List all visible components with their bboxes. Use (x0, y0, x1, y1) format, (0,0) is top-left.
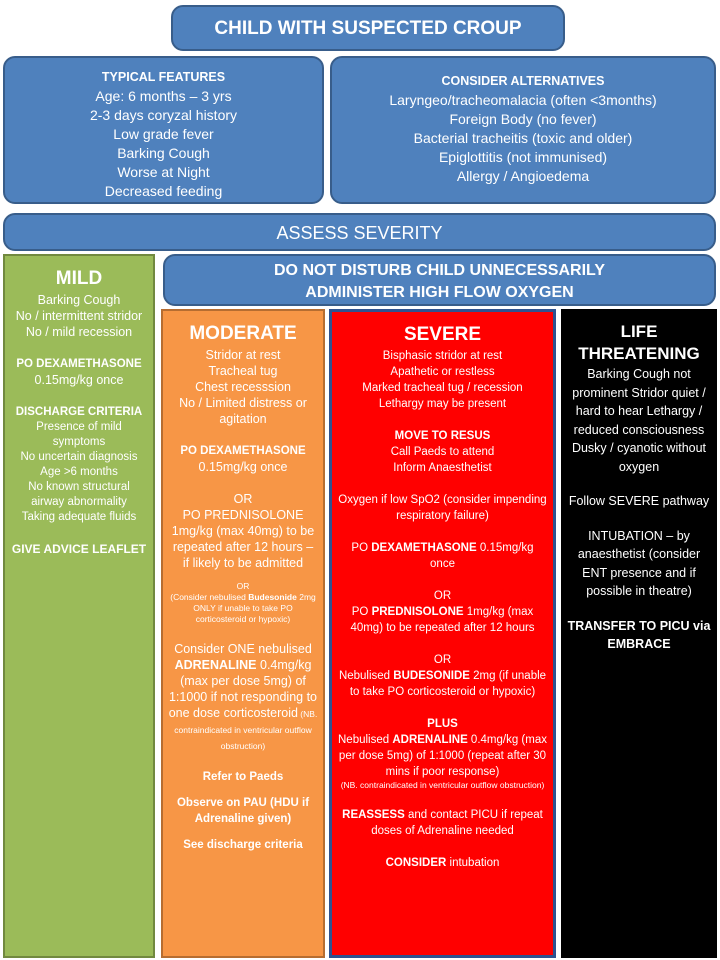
moderate-symptom: Stridor at rest (205, 348, 281, 362)
or-separator: OR (433, 590, 452, 602)
discharge-criteria-heading: DISCHARGE CRITERIA (15, 406, 143, 418)
moderate-symptom: No / Limited distress or agitation (179, 396, 307, 426)
typical-feature-item: Decreased feeding (104, 183, 223, 199)
or-separator: OR (233, 492, 253, 506)
mild-symptom: No / mild recession (25, 325, 133, 339)
severe-budesonide: Nebulised BUDESONIDE 2mg (if unable to t… (338, 670, 547, 698)
severe-adrenaline-note: (NB. contraindicated in ventricular outf… (340, 780, 545, 790)
discharge-criterion: Age >6 months (40, 466, 118, 478)
typical-feature-item: 2-3 days coryzal history (89, 107, 238, 123)
discharge-criterion: No uncertain diagnosis (20, 451, 138, 463)
severe-symptom: Apathetic or restless (390, 366, 495, 378)
severe-title: SEVERE (403, 324, 482, 345)
plus-label: PLUS (427, 718, 458, 730)
typical-feature-item: Age: 6 months – 3 yrs (95, 88, 232, 104)
discharge-criterion: Presence of mild symptoms (36, 421, 122, 448)
or-separator: OR (236, 581, 250, 591)
severe-consider-intubation: CONSIDER intubation (385, 857, 500, 869)
alternative-item: Allergy / Angioedema (456, 168, 590, 184)
moderate-symptom: Chest recesssion (195, 380, 291, 394)
mild-drug-dose: 0.15mg/kg once (34, 373, 124, 387)
mild-symptom: Barking Cough (37, 293, 121, 307)
mild-symptom: No / intermittent stridor (15, 309, 143, 323)
do-not-disturb-line: DO NOT DISTURB CHILD UNNECESSARILY (274, 262, 605, 279)
typical-feature-item: Low grade fever (113, 126, 214, 142)
mild-drug-label: PO DEXAMETHASONE (16, 358, 142, 370)
severe-column: SEVERE Bisphasic stridor at rest Apathet… (329, 309, 556, 958)
severe-symptom: Lethargy may be present (378, 398, 507, 410)
severe-symptom: Bisphasic stridor at rest (382, 350, 503, 362)
mild-column: MILD Barking Cough No / intermittent str… (3, 254, 155, 958)
typical-feature-item: Barking Cough (117, 145, 210, 161)
observe-on-pau: Observe on PAU (HDU if Adrenaline given) (176, 797, 310, 825)
severe-dexamethasone: PO DEXAMETHASONE 0.15mg/kg once (351, 542, 534, 570)
severe-oxygen: Oxygen if low SpO2 (consider impending r… (338, 494, 547, 522)
see-discharge-criteria: See discharge criteria (183, 839, 303, 851)
or-separator: OR (433, 654, 452, 666)
page-title: CHILD WITH SUSPECTED CROUP (171, 5, 565, 51)
typical-features-box: TYPICAL FEATURES Age: 6 months – 3 yrs 2… (3, 56, 324, 204)
advice-leaflet: GIVE ADVICE LEAFLET (11, 542, 147, 556)
do-not-disturb-box: DO NOT DISTURB CHILD UNNECESSARILY ADMIN… (163, 254, 716, 306)
moderate-symptom: Tracheal tug (208, 364, 278, 378)
life-threatening-symptoms: Barking Cough not prominent Stridor quie… (571, 367, 707, 474)
typical-features-heading: TYPICAL FEATURES (101, 70, 226, 84)
transfer-to-picu: TRANSFER TO PICU via EMBRACE (567, 618, 711, 652)
moderate-adrenaline: Consider ONE nebulised ADRENALINE 0.4mg/… (168, 642, 318, 751)
alternative-item: Foreign Body (no fever) (449, 111, 597, 127)
alternative-item: Laryngeo/tracheomalacia (often <3months) (389, 92, 657, 108)
moderate-column: MODERATE Stridor at rest Tracheal tug Ch… (161, 309, 325, 958)
intubation-by-anaesthetist: INTUBATION – by anaesthetist (consider E… (577, 528, 701, 599)
discharge-criterion: Taking adequate fluids (21, 511, 137, 523)
moderate-pred-label: PO PREDNISOLONE (182, 508, 304, 522)
alternative-item: Epiglottitis (not immunised) (438, 149, 608, 165)
mild-title: MILD (55, 268, 103, 289)
severe-prednisolone: PO PREDNISOLONE 1mg/kg (max 40mg) to be … (350, 606, 535, 634)
alternatives-heading: CONSIDER ALTERNATIVES (441, 74, 605, 88)
move-to-resus-heading: MOVE TO RESUS (394, 430, 491, 442)
moderate-dex-label: PO DEXAMETHASONE (180, 445, 306, 457)
severe-symptom: Marked tracheal tug / recession (362, 382, 523, 394)
alternative-item: Bacterial tracheitis (toxic and older) (413, 130, 633, 146)
moderate-dex-dose: 0.15mg/kg once (198, 460, 288, 474)
moderate-title: MODERATE (189, 323, 297, 344)
moderate-pred-text: 1mg/kg (max 40mg) to be repeated after 1… (171, 524, 315, 570)
resus-action: Call Paeds to attend (390, 446, 495, 458)
discharge-criterion: No known structural airway abnormality (28, 481, 130, 508)
severe-reassess: REASSESS and contact PICU if repeat dose… (342, 809, 543, 837)
resus-action: Inform Anaesthetist (393, 462, 492, 474)
assess-severity-bar: ASSESS SEVERITY (3, 213, 716, 251)
refer-to-paeds: Refer to Paeds (202, 771, 284, 783)
severe-adrenaline: Nebulised ADRENALINE 0.4mg/kg (max per d… (338, 734, 547, 778)
moderate-budesonide-note: (Consider nebulised Budesonide 2mg ONLY … (170, 592, 316, 624)
follow-severe-pathway: Follow SEVERE pathway (568, 494, 710, 508)
typical-feature-item: Worse at Night (117, 164, 210, 180)
life-threatening-column: LIFE THREATENING Barking Cough not promi… (561, 309, 717, 958)
consider-alternatives-box: CONSIDER ALTERNATIVES Laryngeo/tracheoma… (330, 56, 716, 204)
high-flow-oxygen-line: ADMINISTER HIGH FLOW OXYGEN (305, 284, 574, 301)
life-threatening-title: LIFE THREATENING (578, 322, 700, 363)
